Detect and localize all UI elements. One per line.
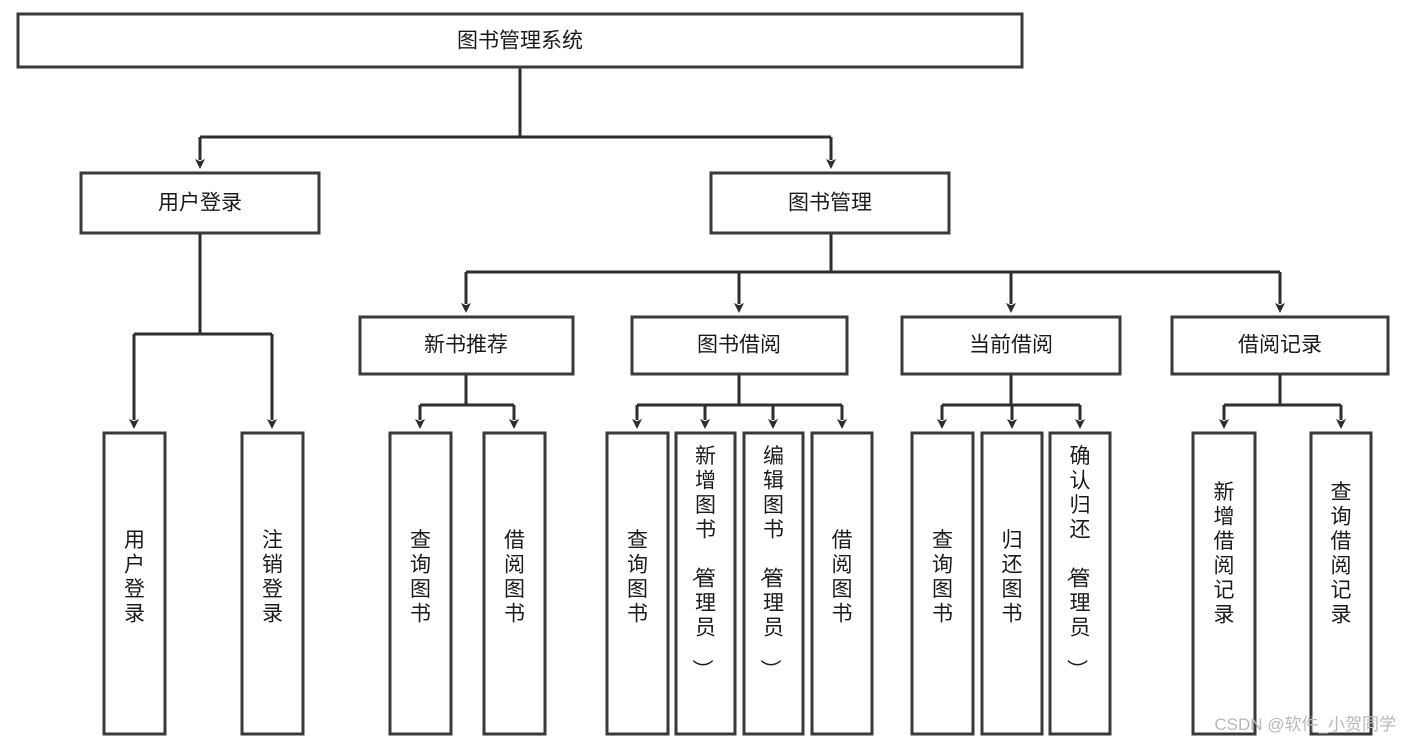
leaf-return-book-box[interactable] — [980, 431, 1044, 736]
node-book-borrow[interactable]: 图书借阅 — [630, 315, 849, 376]
node-root[interactable]: 图书管理系统 — [16, 12, 1024, 69]
node-leaf-add-book[interactable]: 新增图书（管理员） — [674, 431, 737, 736]
leaf-query-book-3-label: 查询图书 — [932, 529, 953, 626]
leaf-add-book-label: 新增图书（管理员） — [690, 445, 716, 680]
book-manage-label: 图书管理 — [788, 192, 872, 215]
book-manage-box[interactable] — [709, 171, 951, 235]
node-leaf-query-book-3[interactable]: 查询图书 — [910, 431, 975, 736]
leaf-query-book-1-label: 查询图书 — [410, 529, 431, 626]
borrow-record-box[interactable] — [1170, 315, 1390, 376]
book-borrow-label: 图书借阅 — [697, 334, 781, 357]
leaf-query-book-2-box[interactable] — [605, 431, 670, 736]
leaf-edit-book-box[interactable] — [742, 431, 805, 736]
node-leaf-return-book[interactable]: 归还图书 — [980, 431, 1044, 736]
node-leaf-query-borrow-record[interactable]: 查询借阅记录 — [1309, 431, 1373, 736]
leaf-edit-book-label: 编辑图书（管理员） — [758, 445, 784, 680]
current-borrow-box[interactable] — [900, 315, 1122, 376]
node-leaf-user-login[interactable]: 用户登录 — [102, 431, 167, 736]
node-current-borrow[interactable]: 当前借阅 — [900, 315, 1122, 376]
user-login-label: 用户登录 — [158, 192, 242, 215]
node-leaf-confirm-return[interactable]: 确认归还（管理员） — [1048, 431, 1112, 736]
leaf-query-borrow-record-box[interactable] — [1309, 431, 1373, 736]
node-user-login[interactable]: 用户登录 — [79, 171, 321, 235]
node-leaf-borrow-book-1[interactable]: 借阅图书 — [482, 431, 547, 736]
leaf-logout-box[interactable] — [240, 431, 305, 736]
node-book-manage[interactable]: 图书管理 — [709, 171, 951, 235]
node-leaf-logout[interactable]: 注销登录 — [240, 431, 305, 736]
leaf-borrow-book-2-box[interactable] — [810, 431, 874, 736]
leaf-node-layer: 用户登录 注销登录 查询图书 借阅图书 查询图书 新增图书（管理员） 编辑图书（管理员） 借阅… — [102, 431, 1373, 736]
leaf-query-book-1-box[interactable] — [388, 431, 453, 736]
node-new-book-recommend[interactable]: 新书推荐 — [358, 315, 575, 376]
leaf-return-book-label: 归还图书 — [1002, 529, 1023, 626]
node-leaf-borrow-book-2[interactable]: 借阅图书 — [810, 431, 874, 736]
node-leaf-query-book-2[interactable]: 查询图书 — [605, 431, 670, 736]
new-book-recommend-label: 新书推荐 — [424, 334, 508, 357]
leaf-confirm-return-box[interactable] — [1048, 431, 1112, 736]
node-leaf-edit-book[interactable]: 编辑图书（管理员） — [742, 431, 805, 736]
leaf-borrow-book-1-label: 借阅图书 — [504, 529, 525, 626]
connector-layer — [129, 67, 1346, 429]
book-borrow-box[interactable] — [630, 315, 849, 376]
leaf-query-book-3-box[interactable] — [910, 431, 975, 736]
leaf-add-borrow-record-box[interactable] — [1191, 431, 1257, 736]
leaf-logout-label: 注销登录 — [262, 529, 283, 626]
leaf-borrow-book-1-box[interactable] — [482, 431, 547, 736]
leaf-confirm-return-label: 确认归还（管理员） — [1065, 445, 1091, 680]
node-borrow-record[interactable]: 借阅记录 — [1170, 315, 1390, 376]
leaf-borrow-book-2-label: 借阅图书 — [832, 529, 853, 626]
leaf-user-login-box[interactable] — [102, 431, 167, 736]
root-box[interactable] — [16, 12, 1024, 69]
current-borrow-label: 当前借阅 — [969, 334, 1053, 357]
node-leaf-add-borrow-record[interactable]: 新增借阅记录 — [1191, 431, 1257, 736]
watermark-label: CSDN @软件_小贺同学 — [1214, 715, 1396, 734]
user-login-box[interactable] — [79, 171, 321, 235]
new-book-recommend-box[interactable] — [358, 315, 575, 376]
leaf-add-borrow-record-label: 新增借阅记录 — [1214, 481, 1235, 627]
leaf-add-book-box[interactable] — [674, 431, 737, 736]
leaf-query-borrow-record-label: 查询借阅记录 — [1331, 481, 1352, 627]
leaf-user-login-label: 用户登录 — [124, 529, 145, 626]
leaf-query-book-2-label: 查询图书 — [627, 529, 648, 626]
borrow-record-label: 借阅记录 — [1238, 334, 1322, 357]
node-leaf-query-book-1[interactable]: 查询图书 — [388, 431, 453, 736]
root-label: 图书管理系统 — [457, 30, 583, 53]
